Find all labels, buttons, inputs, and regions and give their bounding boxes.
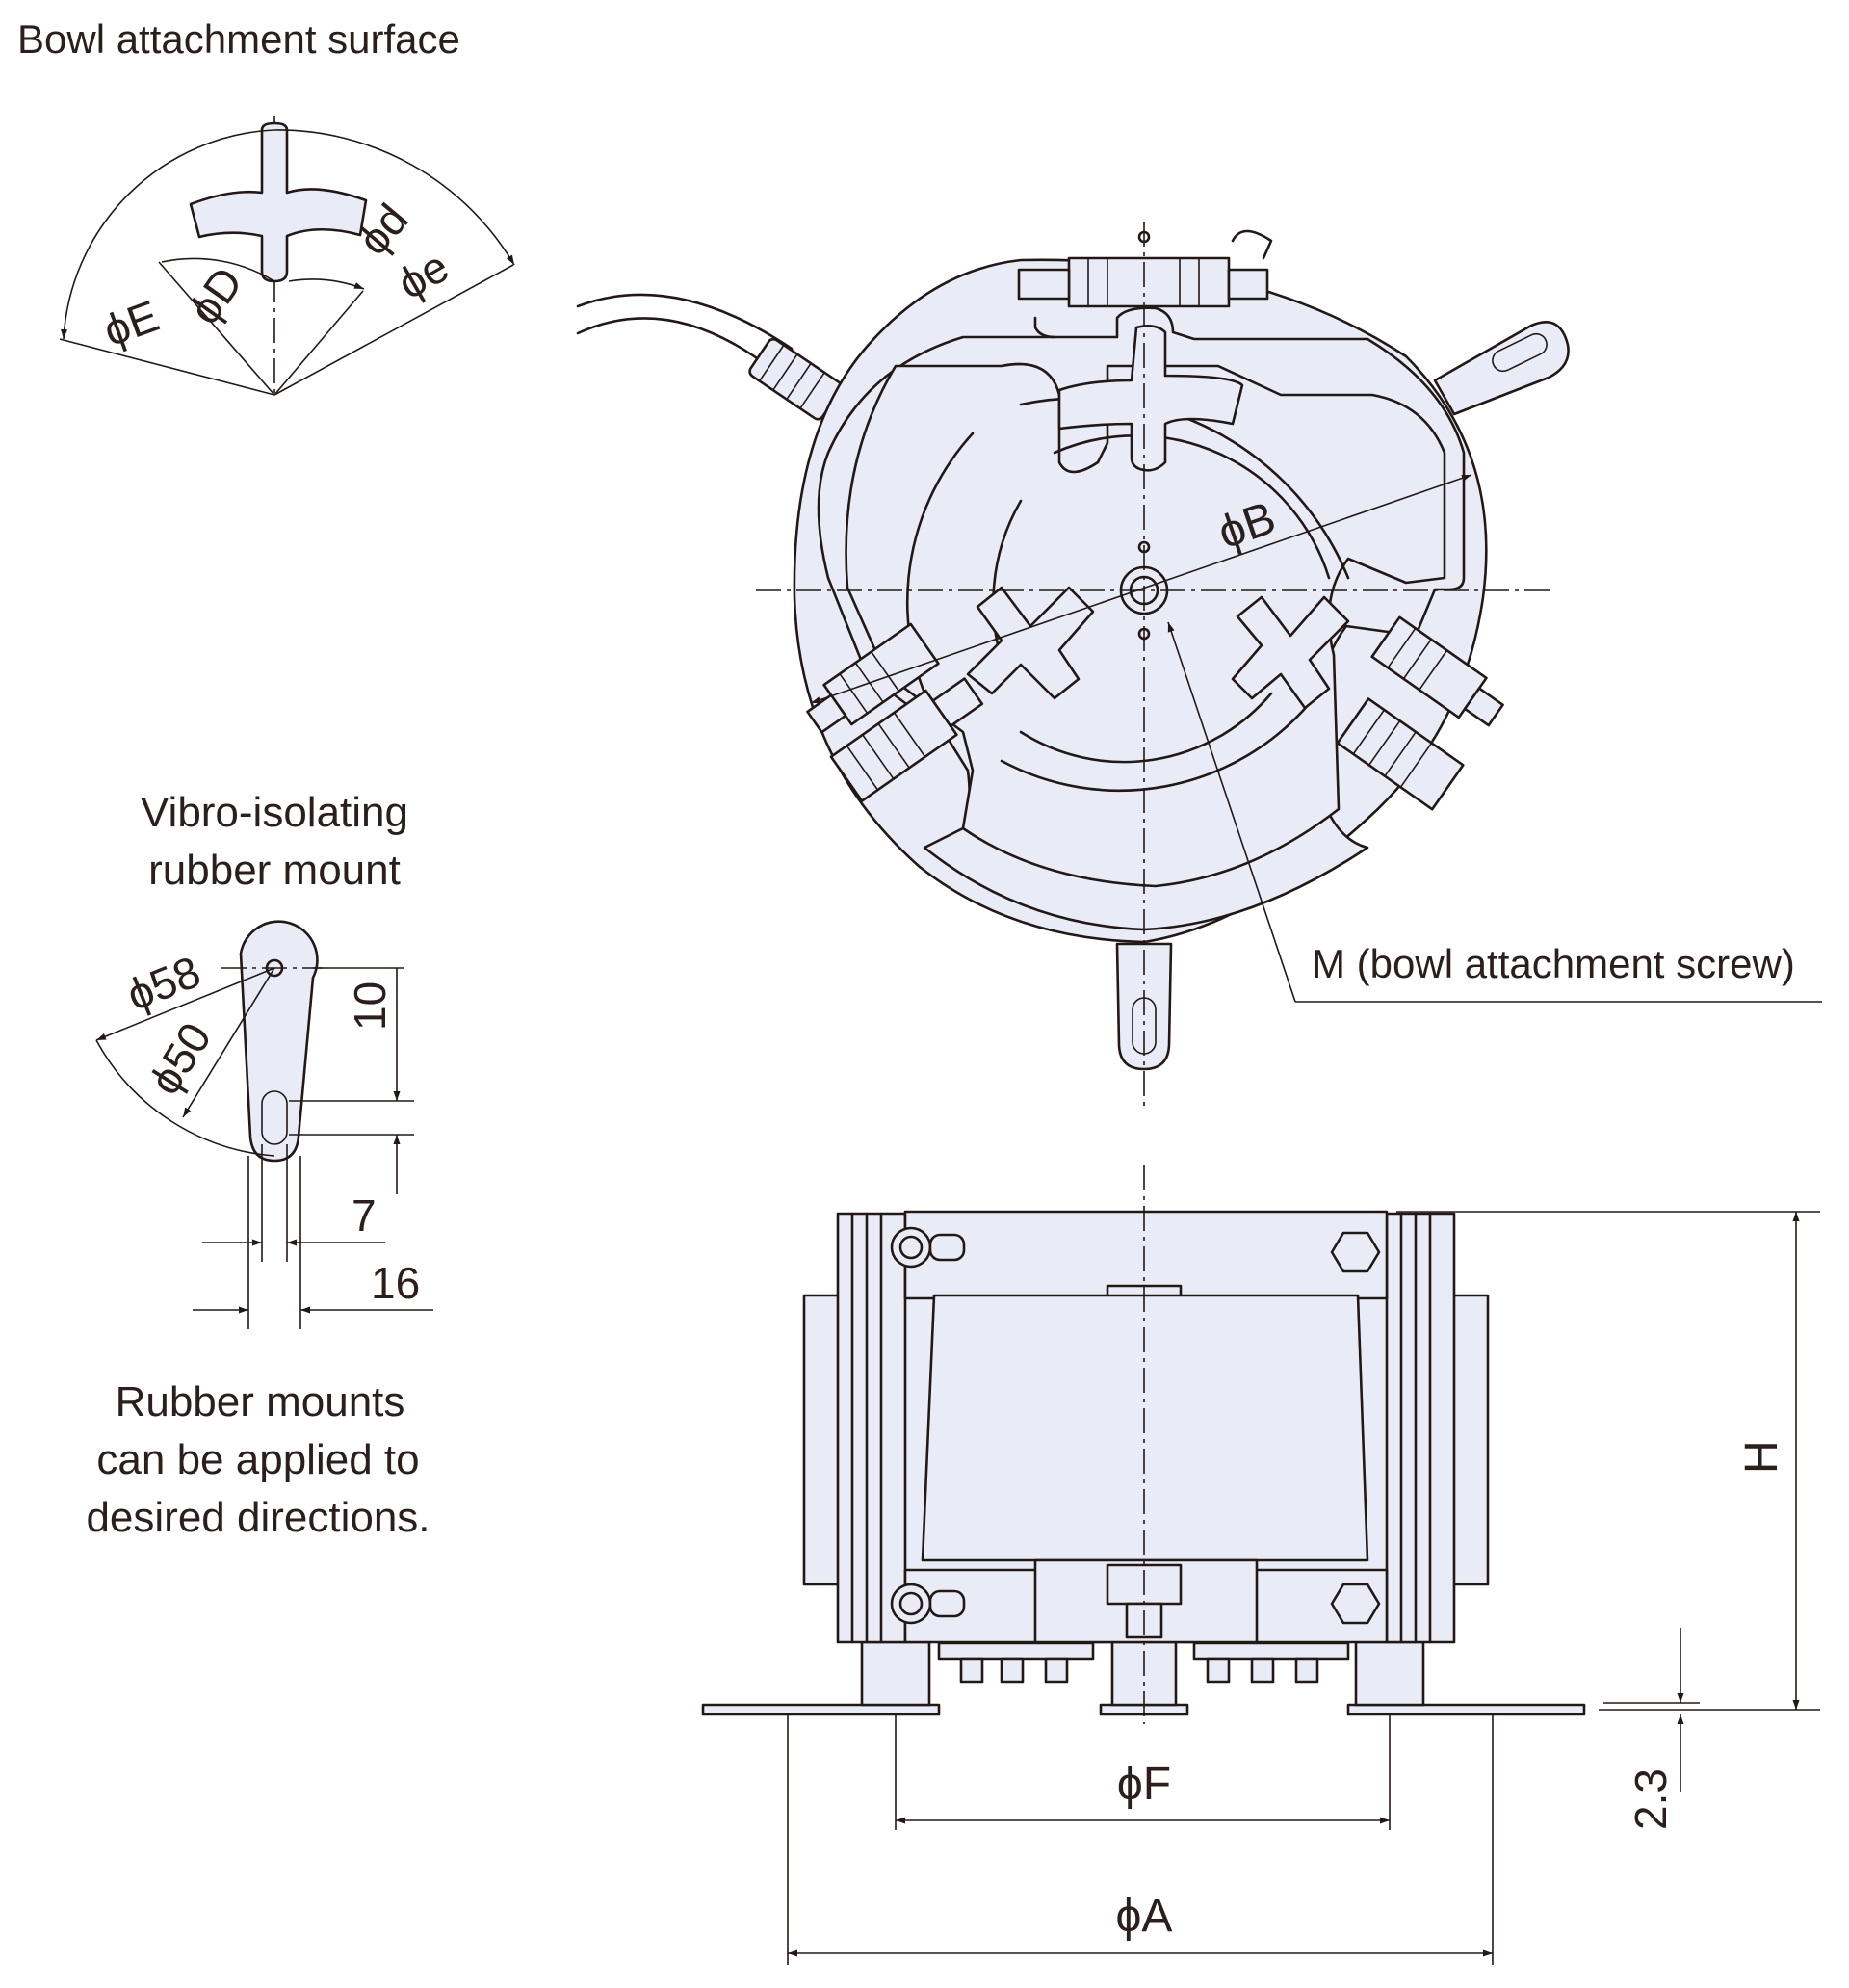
rubber-mount-body [239, 920, 319, 1163]
label-dim-10: 10 [345, 981, 395, 1031]
label-phi-F: ϕF [1117, 1759, 1171, 1810]
base-tab-right [1433, 321, 1570, 416]
label-phi-e: ϕe [389, 241, 456, 309]
surface-view-title: Bowl attachment surface [17, 16, 460, 62]
label-dim-7: 7 [352, 1190, 377, 1241]
label-phi-A: ϕA [1116, 1891, 1173, 1942]
mount-note-line2: can be applied to [96, 1436, 419, 1483]
bowl-attachment-surface-view: Bowl attachment surface ϕE ϕD ϕd ϕe [17, 16, 515, 396]
mount-note-line1: Rubber mounts [116, 1378, 405, 1426]
label-dim-2-3: 2.3 [1626, 1768, 1676, 1830]
label-phi-D: ϕD [179, 258, 252, 333]
label-phi-58: ϕ58 [119, 946, 207, 1020]
feeder-top-view: ϕB M (bowl attachment screw) [576, 222, 1822, 1108]
mount-note-line3: desired directions. [86, 1494, 430, 1541]
main-body [921, 1294, 1369, 1562]
mount-title-line1: Vibro-isolating [141, 789, 408, 836]
label-phi-50: ϕ50 [139, 1013, 221, 1103]
rubber-mount-view: Vibro-isolating rubber mount ϕ58 ϕ50 10 … [86, 789, 433, 1541]
power-cable [576, 317, 782, 378]
feeder-side-view: H 2.3 ϕF ϕA [701, 1165, 1820, 1965]
mount-title-line2: rubber mount [148, 847, 401, 894]
label-bowl-screw-M: M (bowl attachment screw) [1312, 941, 1795, 986]
right-spring-block [1336, 697, 1465, 811]
label-dim-16: 16 [371, 1258, 420, 1308]
label-height-H: H [1736, 1440, 1787, 1474]
top-spring-block [1017, 229, 1273, 339]
label-phi-E: ϕE [97, 290, 166, 355]
